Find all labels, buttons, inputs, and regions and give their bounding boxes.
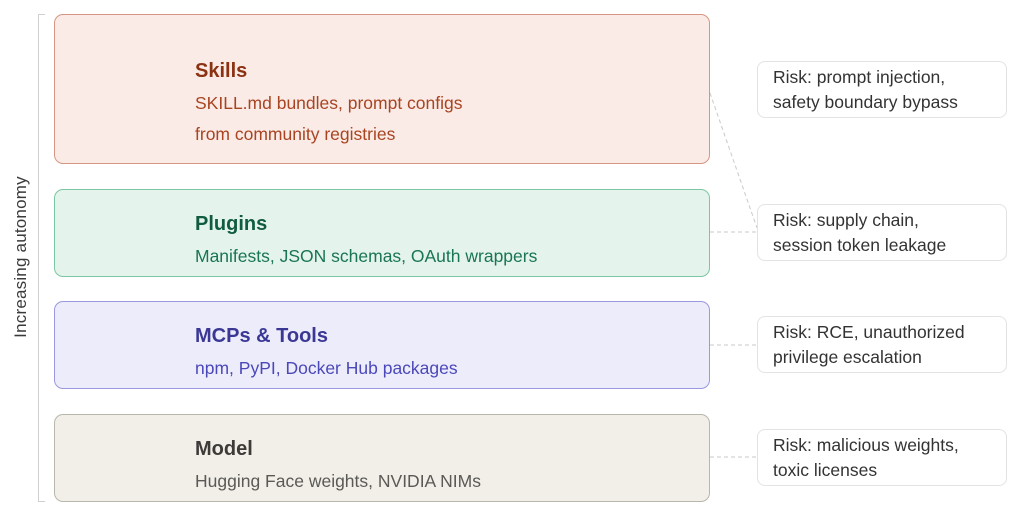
layer-description-line: SKILL.md bundles, prompt configs (195, 93, 463, 113)
layer-description-line: from community registries (195, 124, 396, 144)
risk-text-line: safety boundary bypass (773, 92, 958, 112)
layer-plugins: Plugins Manifests, JSON schemas, OAuth w… (54, 189, 710, 277)
risk-callout-model: Risk: malicious weights, toxic licenses (757, 429, 1007, 486)
layer-skills: Skills SKILL.md bundles, prompt configs … (54, 14, 710, 164)
risk-text-line: toxic licenses (773, 460, 878, 480)
layer-mcps-tools: MCPs & Tools npm, PyPI, Docker Hub packa… (54, 301, 710, 389)
risk-callout-plugins: Risk: supply chain, session token leakag… (757, 204, 1007, 261)
autonomy-axis-bracket (38, 14, 45, 502)
layer-description-line: Hugging Face weights, NVIDIA NIMs (195, 471, 481, 491)
risk-callout-mcps-tools: Risk: RCE, unauthorized privilege escala… (757, 316, 1007, 373)
layer-description-line: Manifests, JSON schemas, OAuth wrappers (195, 246, 538, 266)
risk-text-line: Risk: RCE, unauthorized (773, 322, 965, 342)
layer-title: Model (195, 438, 253, 460)
connector-skills (709, 92, 758, 229)
layer-title: MCPs & Tools (195, 325, 328, 347)
layer-description-line: npm, PyPI, Docker Hub packages (195, 358, 458, 378)
risk-text-line: Risk: supply chain, (773, 210, 919, 230)
layer-title: Skills (195, 60, 248, 82)
risk-callout-skills: Risk: prompt injection, safety boundary … (757, 61, 1007, 118)
layer-title: Plugins (195, 213, 268, 235)
risk-text-line: Risk: prompt injection, (773, 67, 946, 87)
risk-text-line: privilege escalation (773, 347, 922, 367)
risk-text-line: Risk: malicious weights, (773, 435, 959, 455)
layer-model: Model Hugging Face weights, NVIDIA NIMs (54, 414, 710, 502)
risk-text-line: session token leakage (773, 235, 947, 255)
